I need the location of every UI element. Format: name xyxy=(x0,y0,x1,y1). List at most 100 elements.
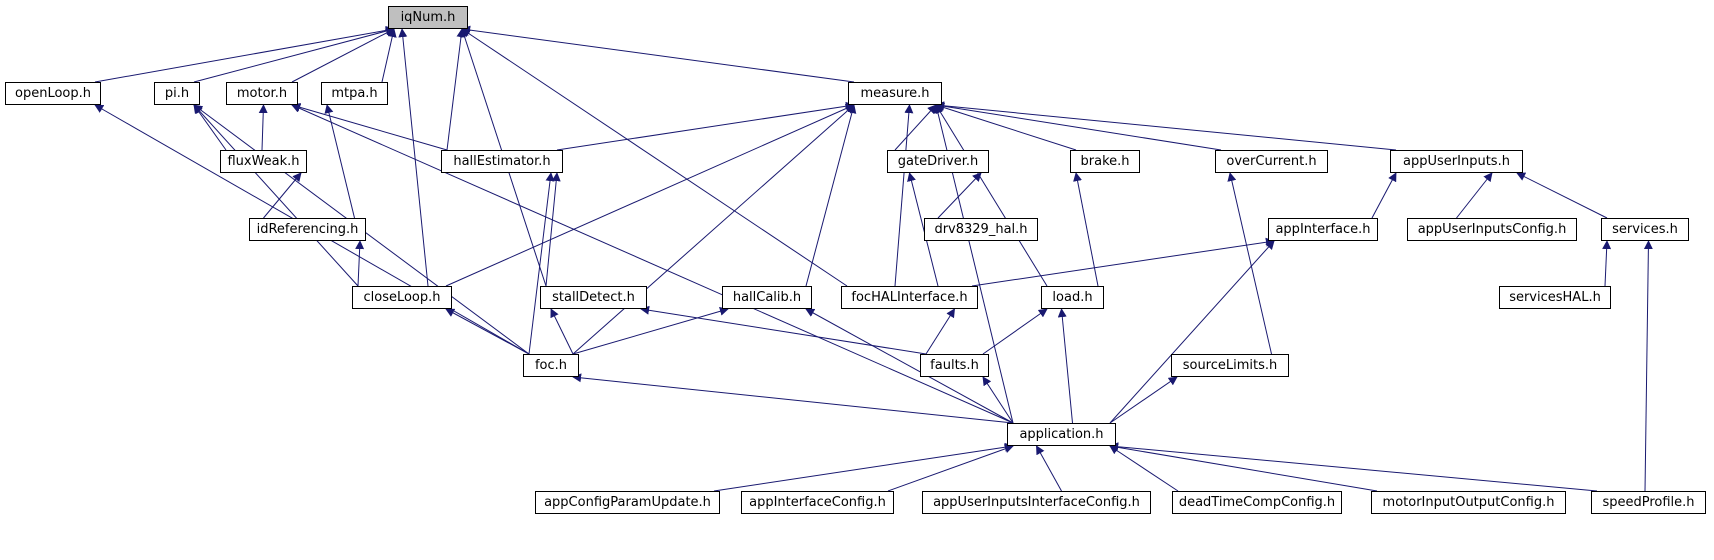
node-label: appUserInputsConfig.h xyxy=(1417,222,1567,237)
edge-application-includes-sourceLimits xyxy=(1109,376,1178,424)
node-label: motor.h xyxy=(236,86,288,101)
node-hallcalib-h[interactable]: hallCalib.h xyxy=(722,286,812,309)
node-label: stallDetect.h xyxy=(552,290,635,305)
node-pi-h[interactable]: pi.h xyxy=(154,82,200,105)
edge-faults-includes-stallDetect xyxy=(640,305,927,355)
edge-idReferencing-includes-fluxWeak xyxy=(263,172,302,219)
edge-gateDriver-includes-measure xyxy=(894,104,937,151)
edge-application-includes-faults xyxy=(982,376,1014,424)
edge-appInterface-includes-appUserInputs xyxy=(1371,172,1397,219)
node-services-h[interactable]: services.h xyxy=(1601,218,1689,241)
node-label: idReferencing.h xyxy=(256,222,359,237)
node-label: deadTimeCompConfig.h xyxy=(1178,495,1336,510)
node-label: appInterfaceConfig.h xyxy=(749,495,886,510)
node-appinterface-h[interactable]: appInterface.h xyxy=(1268,218,1378,241)
node-appuserinputsconfig-h[interactable]: appUserInputsConfig.h xyxy=(1407,218,1577,241)
node-brake-h[interactable]: brake.h xyxy=(1070,150,1140,173)
node-mtpa-h[interactable]: mtpa.h xyxy=(321,82,388,105)
node-label: brake.h xyxy=(1080,154,1130,169)
edge-hallCalib-includes-measure xyxy=(805,104,857,287)
node-label: faults.h xyxy=(930,358,979,373)
node-label: hallEstimator.h xyxy=(453,154,551,169)
node-fluxweak-h[interactable]: fluxWeak.h xyxy=(220,150,307,173)
node-deadtimecompconfig-h[interactable]: deadTimeCompConfig.h xyxy=(1172,491,1342,514)
node-foc-h[interactable]: foc.h xyxy=(523,354,579,377)
node-label: appUserInputs.h xyxy=(1403,154,1510,169)
node-label: application.h xyxy=(1019,427,1104,442)
edge-appUserInputs-includes-measure xyxy=(935,101,1397,151)
node-overcurrent-h[interactable]: overCurrent.h xyxy=(1215,150,1328,173)
edge-load-includes-measure xyxy=(935,104,1048,287)
node-faults-h[interactable]: faults.h xyxy=(920,354,989,377)
node-label: appUserInputsInterfaceConfig.h xyxy=(933,495,1140,510)
node-iqnum-h[interactable]: iqNum.h xyxy=(388,6,468,29)
edge-foc-includes-hallEstimator xyxy=(528,172,555,355)
node-label: gateDriver.h xyxy=(897,154,979,169)
edge-foc-includes-stallDetect xyxy=(550,308,574,355)
edge-mtpa-includes-iqNum xyxy=(381,28,397,83)
edge-overCurrent-includes-measure xyxy=(935,101,1222,151)
edge-pi-includes-iqNum xyxy=(193,26,395,83)
edge-drv8329-includes-gateDriver xyxy=(937,172,982,219)
node-fochalinterface-h[interactable]: focHALInterface.h xyxy=(841,286,978,309)
edge-closeLoop-includes-idReferencing xyxy=(355,240,365,287)
node-drv8329-hal-h[interactable]: drv8329_hal.h xyxy=(924,218,1038,241)
edge-fluxWeak-includes-pi xyxy=(193,104,227,151)
node-closeloop-h[interactable]: closeLoop.h xyxy=(352,286,452,309)
edge-load-includes-brake xyxy=(1073,172,1099,287)
edge-application-includes-hallCalib xyxy=(805,308,1014,424)
node-motorinputoutputconfig-h[interactable]: motorInputOutputConfig.h xyxy=(1371,491,1566,514)
node-speedprofile-h[interactable]: speedProfile.h xyxy=(1591,491,1706,514)
node-label: servicesHAL.h xyxy=(1509,290,1601,305)
node-label: appConfigParamUpdate.h xyxy=(544,495,711,510)
node-label: measure.h xyxy=(860,86,930,101)
edge-focHALInterface-includes-measure xyxy=(894,104,914,287)
node-label: services.h xyxy=(1612,222,1678,237)
edge-appUserInputsInterfaceConfig-includes-application xyxy=(1036,445,1062,492)
edge-measure-includes-iqNum xyxy=(461,25,855,83)
node-serviceshal-h[interactable]: servicesHAL.h xyxy=(1499,286,1611,309)
edge-hallEstimator-includes-measure xyxy=(556,101,855,151)
node-label: closeLoop.h xyxy=(363,290,441,305)
edge-appUserInputsConfig-includes-appUserInputs xyxy=(1456,172,1493,219)
edge-application-includes-appInterface xyxy=(1109,240,1275,424)
edge-closeLoop-includes-iqNum xyxy=(398,28,429,287)
edge-application-includes-motor xyxy=(291,104,1014,424)
edge-application-includes-load xyxy=(1057,308,1073,424)
edge-hallEstimator-includes-motor xyxy=(291,102,448,151)
node-application-h[interactable]: application.h xyxy=(1007,423,1116,446)
node-sourcelimits-h[interactable]: sourceLimits.h xyxy=(1171,354,1289,377)
node-hallestimator-h[interactable]: hallEstimator.h xyxy=(441,150,563,173)
node-appconfigparamupdate-h[interactable]: appConfigParamUpdate.h xyxy=(535,491,720,514)
edge-idReferencing-includes-mtpa xyxy=(324,104,355,219)
node-idreferencing-h[interactable]: idReferencing.h xyxy=(249,218,366,241)
edge-faults-includes-focHALInterface xyxy=(925,308,955,355)
edge-focHALInterface-includes-gateDriver xyxy=(907,172,939,287)
node-label: drv8329_hal.h xyxy=(934,222,1028,237)
node-appuserinputs-h[interactable]: appUserInputs.h xyxy=(1390,150,1523,173)
edge-brake-includes-measure xyxy=(935,103,1077,151)
edge-appConfigParamUpdate-includes-application xyxy=(713,442,1014,492)
node-label: iqNum.h xyxy=(400,10,456,25)
node-appinterfaceconfig-h[interactable]: appInterfaceConfig.h xyxy=(741,491,894,514)
node-measure-h[interactable]: measure.h xyxy=(848,82,942,105)
node-load-h[interactable]: load.h xyxy=(1041,286,1104,309)
node-gatedriver-h[interactable]: gateDriver.h xyxy=(887,150,989,173)
node-openloop-h[interactable]: openLoop.h xyxy=(5,82,101,105)
edge-closeLoop-includes-pi xyxy=(193,104,359,287)
node-label: openLoop.h xyxy=(15,86,91,101)
edge-stallDetect-includes-hallEstimator xyxy=(545,172,561,287)
edge-foc-includes-closeLoop xyxy=(445,308,530,355)
edge-focHALInterface-includes-iqNum xyxy=(461,28,848,287)
node-appuserinputsinterfaceconfig-h[interactable]: appUserInputsInterfaceConfig.h xyxy=(922,491,1151,514)
edge-appInterfaceConfig-includes-application xyxy=(887,444,1014,492)
edge-foc-includes-hallCalib xyxy=(572,306,729,355)
node-label: mtpa.h xyxy=(331,86,378,101)
node-label: speedProfile.h xyxy=(1602,495,1695,510)
node-stalldetect-h[interactable]: stallDetect.h xyxy=(540,286,647,309)
node-motor-h[interactable]: motor.h xyxy=(226,82,298,105)
edge-foc-includes-measure xyxy=(572,104,855,355)
node-label: appInterface.h xyxy=(1275,222,1371,237)
edge-closeLoop-includes-measure xyxy=(445,104,855,287)
